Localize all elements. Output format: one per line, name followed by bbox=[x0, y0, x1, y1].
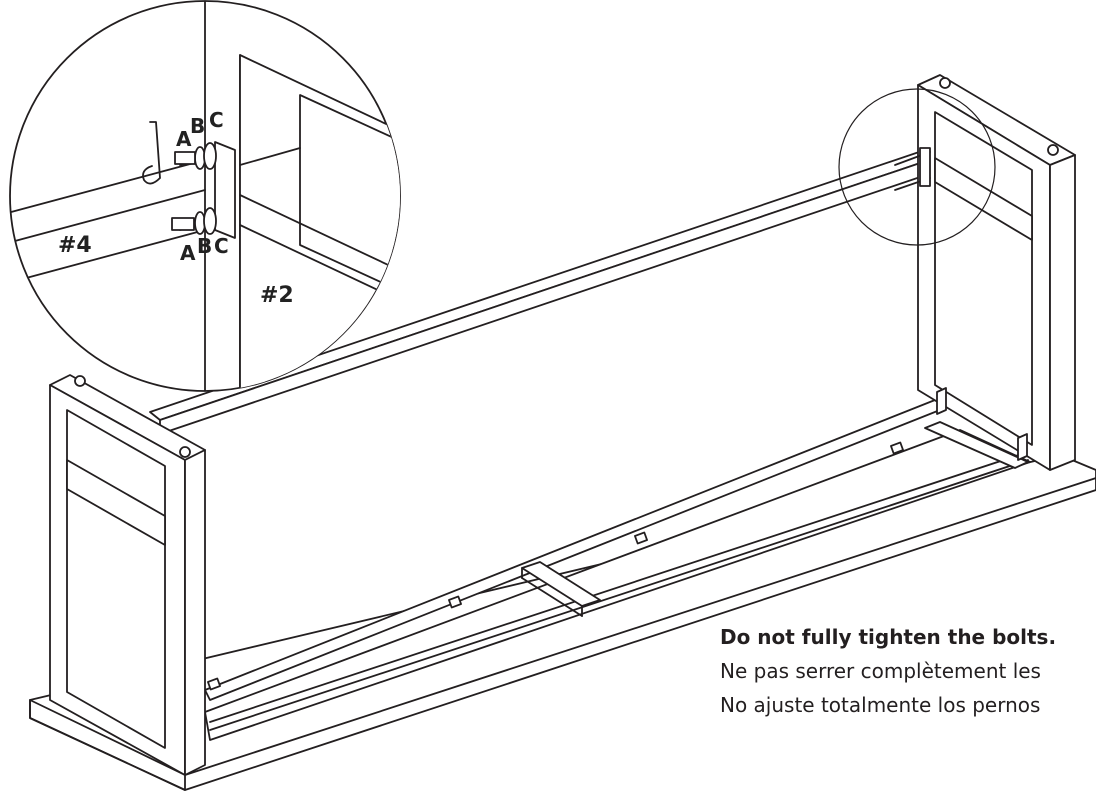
instruction-french: Ne pas serrer complètement les bbox=[720, 659, 1041, 683]
instruction-english: Do not fully tighten the bolts. bbox=[720, 625, 1057, 649]
tightening-instruction: Do not fully tighten the bolts. Ne pas s… bbox=[720, 620, 1096, 722]
instruction-spanish: No ajuste totalmente los pernos bbox=[720, 693, 1041, 717]
hardware-label-a-top: A bbox=[176, 127, 192, 151]
hardware-label-a-bottom: A bbox=[180, 241, 196, 265]
hardware-label-b-top: B bbox=[190, 114, 205, 138]
part-label-rail: #4 bbox=[58, 233, 92, 258]
hardware-label-c-top: C bbox=[209, 108, 224, 132]
detail-indicator-circle bbox=[838, 88, 996, 246]
hardware-label-b-bottom: B bbox=[197, 234, 212, 258]
part-label-leg: #2 bbox=[260, 283, 294, 308]
magnified-callout bbox=[9, 0, 401, 392]
right-leg-frame bbox=[917, 74, 1076, 471]
rail-clips bbox=[207, 441, 904, 691]
hardware-label-c-bottom: C bbox=[214, 234, 229, 258]
left-leg-frame bbox=[49, 374, 206, 776]
